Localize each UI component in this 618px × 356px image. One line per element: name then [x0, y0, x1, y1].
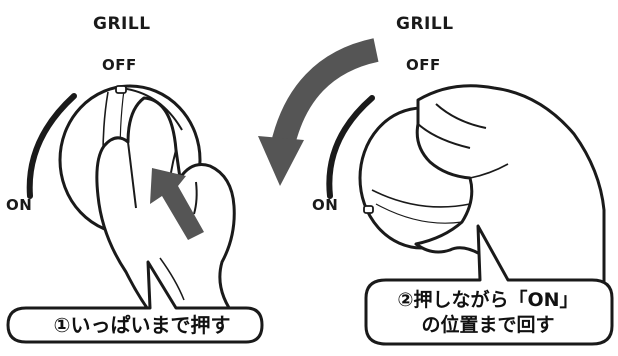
on-label-right: ON — [312, 196, 339, 214]
callout-bubble-right — [364, 224, 614, 346]
callout-bubble-left — [6, 260, 264, 344]
dial-range-arc-left — [26, 93, 77, 199]
rotate-arrow — [258, 38, 379, 186]
off-label-left: OFF — [102, 56, 137, 74]
gripping-hand — [414, 84, 606, 302]
callout-text-right-line2: の位置まで回す — [421, 314, 555, 336]
off-label-right: OFF — [406, 56, 441, 74]
callout-text-left: ①いっぱいまで押す — [53, 313, 231, 337]
grill-label-left: GRILL — [93, 14, 151, 34]
on-label-left: ON — [6, 196, 33, 214]
grill-label-right: GRILL — [396, 14, 454, 34]
callout-text-right: ②押しながら「ON」 の位置まで回す — [372, 288, 604, 338]
push-arrow — [150, 168, 204, 240]
dial-range-arc-right — [326, 95, 375, 199]
callout-text-right-line1: ②押しながら「ON」 — [397, 289, 579, 311]
